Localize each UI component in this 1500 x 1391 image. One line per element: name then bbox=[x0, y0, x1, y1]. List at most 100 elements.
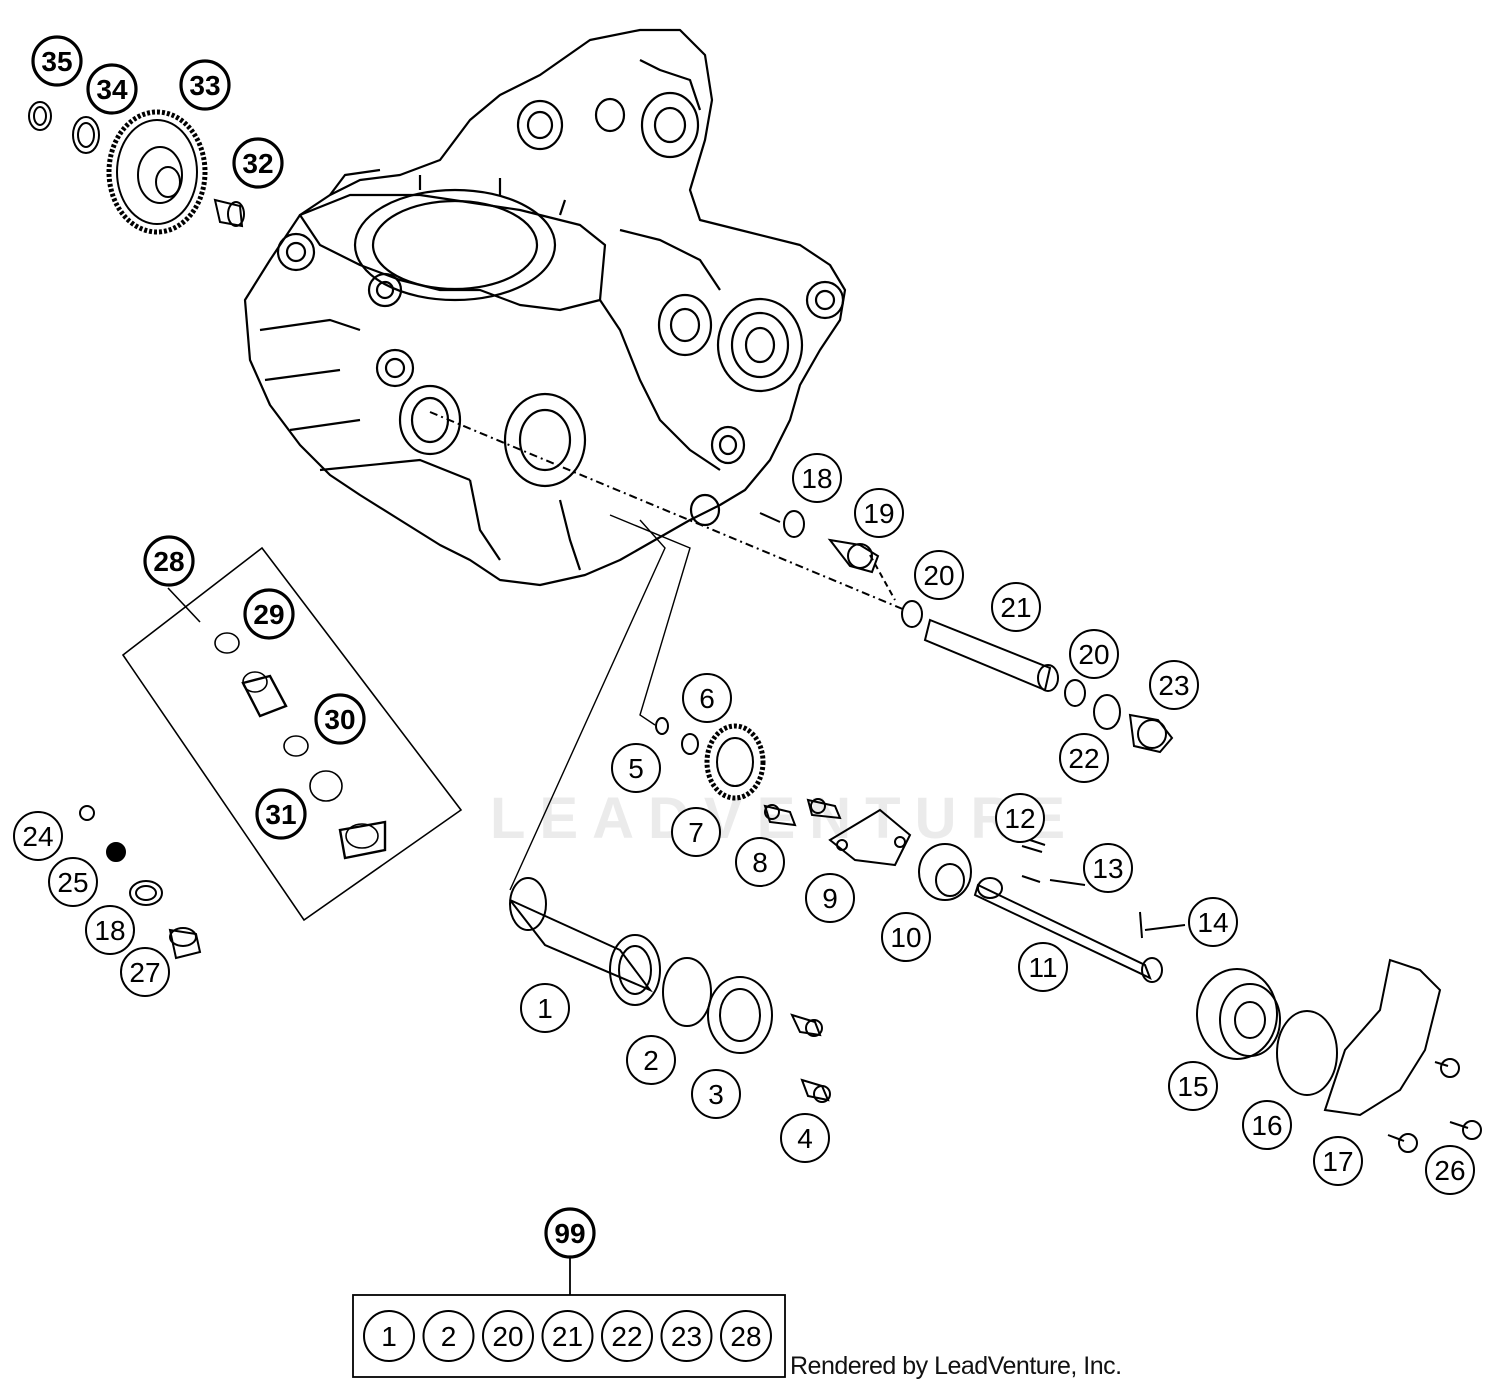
callout-number: 25 bbox=[57, 867, 88, 898]
callout-circle bbox=[792, 453, 842, 503]
callout-number: 28 bbox=[153, 546, 184, 577]
callout-number: 23 bbox=[1158, 670, 1189, 701]
callout-number: 35 bbox=[41, 46, 72, 77]
kit-item-circle bbox=[601, 1310, 653, 1362]
callout-number: 5 bbox=[628, 753, 644, 784]
kit-item-circle bbox=[720, 1310, 772, 1362]
callout-9: 9 bbox=[805, 873, 855, 923]
callout-circle bbox=[1059, 733, 1109, 783]
kit-item-number: 28 bbox=[730, 1321, 761, 1352]
callout-number: 34 bbox=[96, 74, 128, 105]
callout-circle bbox=[991, 582, 1041, 632]
kit-item-number: 1 bbox=[381, 1321, 397, 1352]
callout-number: 15 bbox=[1177, 1071, 1208, 1102]
callout-11: 11 bbox=[1018, 942, 1068, 992]
callout-circle bbox=[520, 983, 570, 1033]
callout-number: 22 bbox=[1068, 743, 1099, 774]
callout-number: 24 bbox=[22, 821, 53, 852]
callout-12: 12 bbox=[995, 793, 1045, 843]
callout-circle bbox=[914, 550, 964, 600]
callout-circle bbox=[86, 63, 138, 115]
callout-15: 15 bbox=[1168, 1061, 1218, 1111]
kit-item-28: 28 bbox=[720, 1310, 772, 1362]
callout-number: 11 bbox=[1028, 952, 1057, 983]
callout-circle bbox=[1242, 1100, 1292, 1150]
callout-4: 4 bbox=[780, 1113, 830, 1163]
callout-number: 20 bbox=[1078, 639, 1109, 670]
callout-8: 8 bbox=[735, 837, 785, 887]
callout-circle bbox=[544, 1207, 596, 1259]
callout-20: 20 bbox=[1069, 629, 1119, 679]
callout-number: 33 bbox=[189, 70, 220, 101]
kit-item-number: 2 bbox=[441, 1321, 457, 1352]
callout-35: 35 bbox=[31, 35, 83, 87]
callout-number: 20 bbox=[923, 560, 954, 591]
kit-28-group bbox=[121, 546, 463, 922]
callout-31: 31 bbox=[255, 788, 307, 840]
callout-17: 17 bbox=[1313, 1136, 1363, 1186]
pump-shaft-parts bbox=[429, 411, 1174, 754]
callout-circle bbox=[682, 673, 732, 723]
callout-number: 32 bbox=[242, 148, 273, 179]
callout-number: 18 bbox=[801, 463, 832, 494]
callout-number: 9 bbox=[822, 883, 838, 914]
kit-item-1: 1 bbox=[363, 1310, 415, 1362]
callout-26: 26 bbox=[1425, 1145, 1475, 1195]
callout-29: 29 bbox=[243, 588, 295, 640]
callout-circle bbox=[143, 535, 195, 587]
callout-1: 1 bbox=[520, 983, 570, 1033]
callout-34: 34 bbox=[86, 63, 138, 115]
oil-filter-and-pump-parts bbox=[509, 514, 1482, 1153]
callout-number: 27 bbox=[129, 957, 160, 988]
callout-33: 33 bbox=[179, 59, 231, 111]
callout-circle bbox=[735, 837, 785, 887]
callout-number: 6 bbox=[699, 683, 715, 714]
callout-number: 12 bbox=[1004, 803, 1035, 834]
callout-22: 22 bbox=[1059, 733, 1109, 783]
callout-5: 5 bbox=[611, 743, 661, 793]
callout-circle bbox=[1149, 660, 1199, 710]
kit-item-circle bbox=[482, 1310, 534, 1362]
callout-number: 2 bbox=[643, 1045, 659, 1076]
kit-item-circle bbox=[541, 1310, 594, 1362]
callout-number: 14 bbox=[1197, 907, 1228, 938]
callout-number: 30 bbox=[324, 704, 355, 735]
callout-circle bbox=[995, 793, 1045, 843]
callout-circle bbox=[805, 873, 855, 923]
callout-circle bbox=[1168, 1061, 1218, 1111]
callout-circle bbox=[120, 947, 170, 997]
callout-25: 25 bbox=[48, 857, 98, 907]
callout-30: 30 bbox=[314, 693, 366, 745]
callout-circle bbox=[232, 137, 284, 189]
callout-circle bbox=[1425, 1145, 1475, 1195]
callout-circle bbox=[854, 488, 904, 538]
callout-circle bbox=[48, 857, 98, 907]
callout-19: 19 bbox=[854, 488, 904, 538]
callout-circle bbox=[85, 905, 135, 955]
callout-number: 4 bbox=[797, 1123, 813, 1154]
callout-14: 14 bbox=[1188, 897, 1238, 947]
callout-number: 13 bbox=[1092, 853, 1123, 884]
callout-18: 18 bbox=[85, 905, 135, 955]
kit-item-23: 23 bbox=[660, 1310, 713, 1362]
kit-item-circle bbox=[363, 1310, 415, 1362]
kit-item-22: 22 bbox=[601, 1310, 653, 1362]
callout-number: 19 bbox=[863, 498, 894, 529]
kit-item-number: 23 bbox=[671, 1321, 702, 1352]
callout-labels: 1234567891011121314151617181819202021222… bbox=[13, 35, 1475, 1259]
callout-2: 2 bbox=[626, 1035, 676, 1085]
callout-circle bbox=[626, 1035, 676, 1085]
callout-number: 21 bbox=[1000, 592, 1031, 623]
callout-18: 18 bbox=[792, 453, 842, 503]
callout-circle bbox=[780, 1113, 830, 1163]
callout-10: 10 bbox=[881, 912, 931, 962]
kit-item-number: 22 bbox=[611, 1321, 642, 1352]
callout-32: 32 bbox=[232, 137, 284, 189]
callout-circle bbox=[1018, 942, 1068, 992]
callout-number: 3 bbox=[708, 1079, 724, 1110]
callout-number: 29 bbox=[253, 599, 284, 630]
kit-item-21: 21 bbox=[541, 1310, 594, 1362]
callout-number: 17 bbox=[1322, 1146, 1353, 1177]
callout-number: 16 bbox=[1251, 1110, 1282, 1141]
